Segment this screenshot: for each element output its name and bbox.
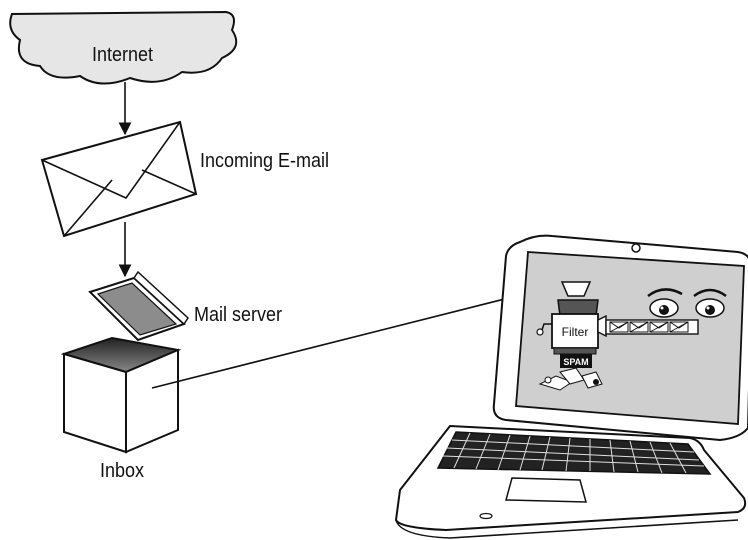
eyes-icon [647,288,727,318]
envelope-icon [40,120,198,238]
filter-label: Filter [562,325,589,339]
mail-server-label: Mail server [194,304,283,326]
connector-inbox-to-filter [151,282,558,389]
inbox-label: Inbox [100,460,145,482]
laptop-screen [515,251,745,425]
trackpad [505,477,587,503]
internet-cloud [9,10,238,85]
filter-machine: Filter SPAM [536,281,607,391]
incoming-email-label: Incoming E-mail [200,150,330,172]
spam-block [560,354,592,368]
internet-label: Internet [92,44,154,66]
spam-label: SPAM [563,357,588,367]
conveyor-belt [605,319,699,335]
inbox-box-icon [60,270,189,454]
laptop-icon [394,234,748,539]
